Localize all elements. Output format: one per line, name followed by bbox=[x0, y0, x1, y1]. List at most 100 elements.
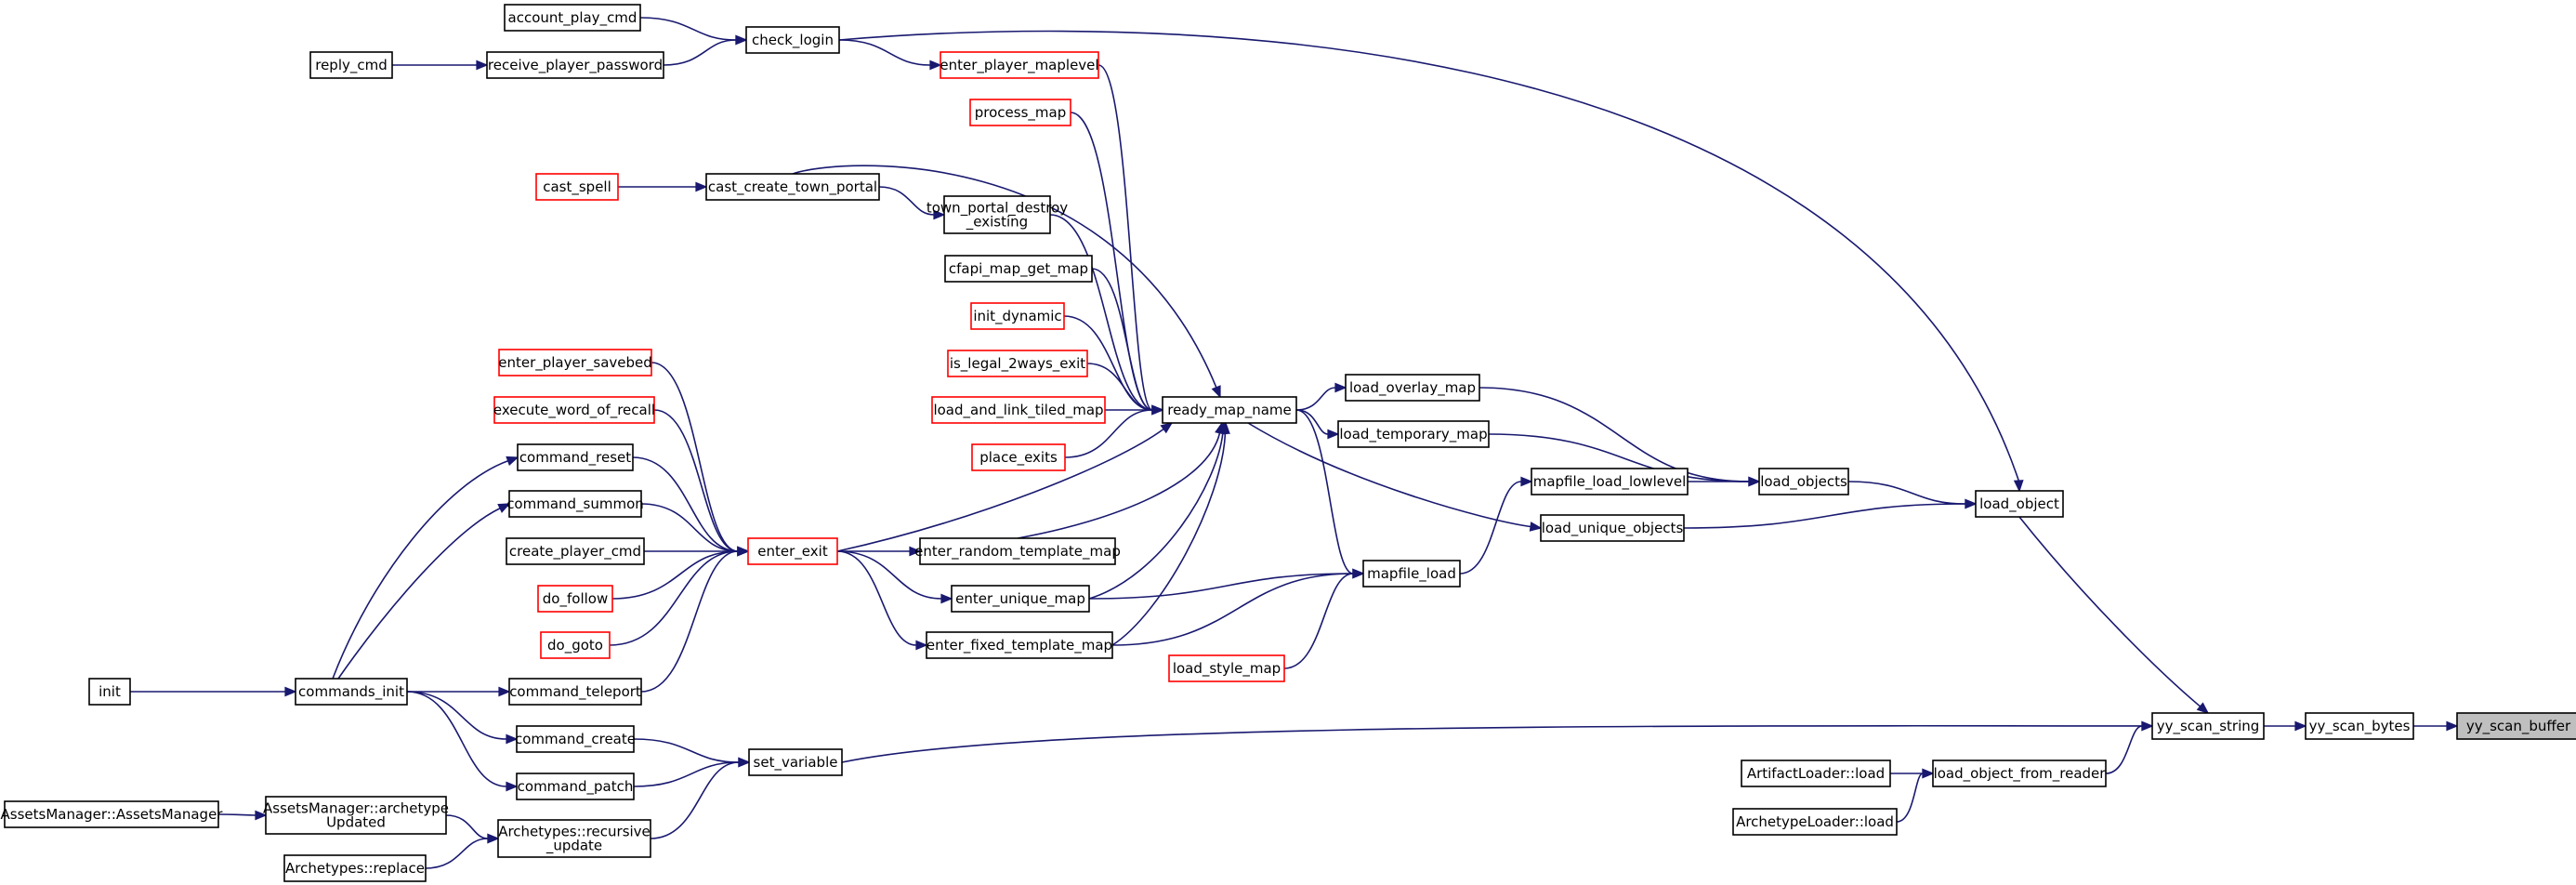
node-enter-exit[interactable]: enter_exit bbox=[747, 537, 838, 565]
node-do-follow[interactable]: do_follow bbox=[537, 585, 613, 613]
node-enter-unique-map[interactable]: enter_unique_map bbox=[951, 585, 1090, 613]
edge-ready_map_name-to-load_unique_objects bbox=[1247, 422, 1531, 528]
node-execute-word-of-recall[interactable]: execute_word_of_recall bbox=[493, 396, 655, 424]
node-box bbox=[1932, 760, 2107, 787]
edge-enter_unique_map-to-mapfile_load bbox=[1088, 573, 1354, 600]
node-box bbox=[1345, 374, 1480, 402]
node-cfapi-map-get-map[interactable]: cfapi_map_get_map bbox=[944, 255, 1093, 283]
node-receive-player-password[interactable]: receive_player_password bbox=[486, 51, 664, 79]
node-reply-cmd[interactable]: reply_cmd bbox=[309, 51, 393, 79]
arrowhead-command_create bbox=[506, 733, 519, 745]
edge-ready_map_name-to-load_overlay_map bbox=[1295, 387, 1336, 411]
node-create-player-cmd[interactable]: create_player_cmd bbox=[506, 537, 645, 565]
node-command-reset[interactable]: command_reset bbox=[517, 443, 634, 471]
node-box bbox=[1758, 468, 1849, 495]
edge-load_style_map-to-mapfile_load bbox=[1283, 573, 1354, 669]
edge-load_objects-to-load_object bbox=[1847, 481, 1966, 505]
node-init-dynamic[interactable]: init_dynamic bbox=[970, 302, 1065, 330]
node-place-exits[interactable]: place_exits bbox=[971, 443, 1066, 471]
edge-AssetsManager_archetypeUpdated-to-Archetypes_recursive_update bbox=[445, 814, 489, 839]
node-yy-scan-string[interactable]: yy_scan_string bbox=[2151, 712, 2265, 740]
node-load-overlay-map[interactable]: load_overlay_map bbox=[1345, 374, 1480, 402]
node-ready-map-name[interactable]: ready_map_name bbox=[1162, 396, 1297, 424]
node-box bbox=[265, 796, 447, 835]
call-edges bbox=[130, 17, 2459, 869]
edge-enter_exit-to-enter_fixed_template_map bbox=[836, 550, 917, 646]
node-enter-random-template-map[interactable]: enter_random_template_map bbox=[914, 537, 1121, 565]
node-check-login[interactable]: check_login bbox=[745, 26, 840, 54]
node-box bbox=[295, 678, 408, 706]
node-label: ready_map_name bbox=[1167, 402, 1292, 419]
arrowhead-town_portal_destroy_existing bbox=[933, 209, 946, 220]
node-box bbox=[919, 537, 1116, 565]
arrowhead-command_teleport bbox=[498, 686, 511, 697]
node-archetypes-recursive-update[interactable]: Archetypes::recursive_update bbox=[497, 819, 651, 858]
edge-command_patch-to-set_variable bbox=[633, 761, 740, 787]
node-label: commands_init bbox=[298, 683, 404, 701]
node-enter-player-maplevel[interactable]: enter_player_maplevel bbox=[940, 51, 1099, 79]
node-yy-scan-bytes[interactable]: yy_scan_bytes bbox=[2305, 712, 2414, 740]
arrowhead-AssetsManager_archetypeUpdated bbox=[255, 810, 268, 821]
node-account-play-cmd[interactable]: account_play_cmd bbox=[504, 4, 641, 32]
node-label: enter_fixed_template_map bbox=[927, 637, 1112, 654]
node-load-objects[interactable]: load_objects bbox=[1758, 468, 1849, 495]
node-init[interactable]: init bbox=[88, 678, 131, 706]
node-process-map[interactable]: process_map bbox=[969, 99, 1071, 126]
node-box bbox=[1741, 760, 1891, 787]
node-command-summon[interactable]: command_summon bbox=[506, 490, 644, 518]
node-label: load_objects bbox=[1760, 473, 1847, 491]
node-label: AssetsManager::AssetsManager bbox=[1, 806, 224, 823]
edge-commands_init-to-command_summon bbox=[337, 508, 501, 680]
edge-enter_exit-to-ready_map_name bbox=[836, 428, 1164, 552]
edge-check_login-to-load_object bbox=[838, 30, 2020, 482]
node-box bbox=[504, 4, 641, 32]
node-box bbox=[1531, 468, 1689, 495]
node-box bbox=[2151, 712, 2265, 740]
edge-enter_unique_map-to-ready_map_name bbox=[1088, 432, 1224, 600]
node-box bbox=[926, 631, 1113, 659]
node-label: mapfile_load bbox=[1367, 565, 1456, 583]
arrowhead-set_variable bbox=[738, 757, 751, 768]
edge-check_login-to-enter_player_maplevel bbox=[838, 39, 931, 66]
node-do-goto[interactable]: do_goto bbox=[540, 631, 611, 659]
node-command-teleport[interactable]: command_teleport bbox=[508, 678, 642, 706]
node-load-and-link-tiled-map[interactable]: load_and_link_tiled_map bbox=[931, 396, 1106, 424]
node-box bbox=[498, 349, 652, 376]
node-load-object[interactable]: load_object bbox=[1975, 490, 2064, 518]
node-label: Updated bbox=[326, 814, 386, 831]
node-load-unique-objects[interactable]: load_unique_objects bbox=[1540, 514, 1685, 542]
node-box bbox=[535, 173, 619, 201]
node-command-patch[interactable]: command_patch bbox=[516, 773, 635, 800]
node-commands-init[interactable]: commands_init bbox=[295, 678, 408, 706]
node-load-temporary-map[interactable]: load_temporary_map bbox=[1337, 420, 1490, 448]
node-artifactloader-load[interactable]: ArtifactLoader::load bbox=[1741, 760, 1891, 787]
node-set-variable[interactable]: set_variable bbox=[748, 748, 843, 776]
node-mapfile-load[interactable]: mapfile_load bbox=[1362, 560, 1461, 588]
edge-command_summon-to-enter_exit bbox=[640, 503, 739, 552]
edge-enter_player_maplevel-to-ready_map_name bbox=[1097, 64, 1153, 411]
node-enter-fixed-template-map[interactable]: enter_fixed_template_map bbox=[926, 631, 1113, 659]
node-box bbox=[2305, 712, 2414, 740]
node-is-legal-2ways-exit[interactable]: is_legal_2ways_exit bbox=[947, 350, 1088, 377]
node-town-portal-destroy-existing[interactable]: town_portal_destroy_existing bbox=[927, 195, 1068, 234]
node-cast-create-town-portal[interactable]: cast_create_town_portal bbox=[705, 173, 880, 201]
edge-load_unique_objects-to-load_object bbox=[1683, 503, 1966, 529]
node-cast-spell[interactable]: cast_spell bbox=[535, 173, 619, 201]
node-archetypeloader-load[interactable]: ArchetypeLoader::load bbox=[1732, 808, 1898, 836]
node-enter-player-savebed[interactable]: enter_player_savebed bbox=[498, 349, 652, 376]
node-load-style-map[interactable]: load_style_map bbox=[1168, 654, 1285, 682]
arrowhead-load_overlay_map bbox=[1334, 382, 1347, 393]
node-command-create[interactable]: command_create bbox=[515, 725, 636, 753]
node-assetsmanager-assetsmanager[interactable]: AssetsManager::AssetsManager bbox=[1, 800, 224, 828]
node-label: load_style_map bbox=[1173, 660, 1281, 678]
node-box bbox=[517, 443, 634, 471]
node-label: _existing bbox=[966, 214, 1028, 231]
arrowhead-check_login bbox=[735, 34, 748, 46]
node-archetypes-replace[interactable]: Archetypes::replace bbox=[283, 854, 427, 882]
node-label: receive_player_password bbox=[488, 57, 663, 74]
node-load-object-from-reader[interactable]: load_object_from_reader bbox=[1932, 760, 2107, 787]
node-label: AssetsManager::archetype bbox=[263, 800, 449, 817]
node-mapfile-load-lowlevel[interactable]: mapfile_load_lowlevel bbox=[1531, 468, 1689, 495]
